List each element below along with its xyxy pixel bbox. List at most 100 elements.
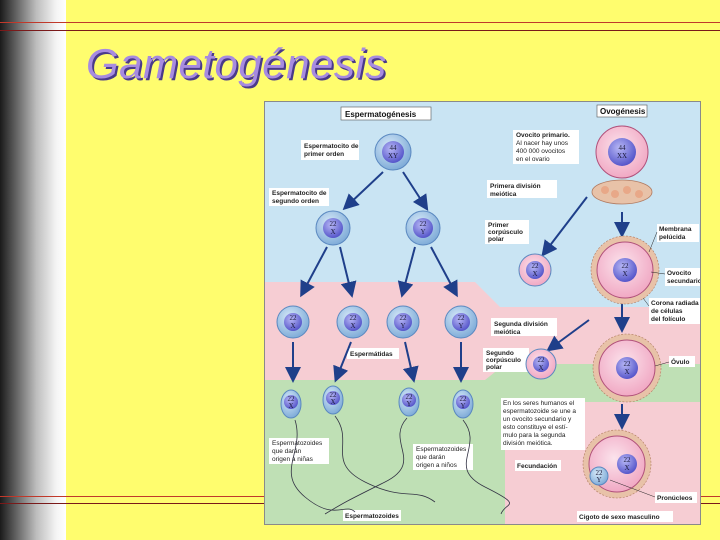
svg-text:X: X — [624, 464, 629, 472]
svg-text:Y: Y — [420, 228, 425, 236]
label-first-polar-body: Primer corpúsculo polar — [485, 220, 529, 244]
oogenesis-header: Ovogénesis — [600, 107, 646, 116]
svg-text:Primer: Primer — [488, 222, 509, 229]
label-first-meiotic-division: Primera división meiótica — [487, 180, 557, 198]
svg-text:En los seres humanos el: En los seres humanos el — [503, 400, 575, 407]
male-zygote: 22 X 22 Y — [582, 429, 652, 499]
svg-text:que darán: que darán — [416, 454, 446, 461]
svg-text:44: 44 — [619, 144, 627, 152]
label-sperm-girls: Espermatozoides que darán origen a niñas — [269, 438, 329, 464]
primary-oocyte: 44 XX — [595, 125, 649, 179]
svg-text:22: 22 — [420, 220, 428, 228]
svg-text:primer orden: primer orden — [304, 151, 344, 158]
svg-text:22: 22 — [624, 360, 632, 368]
svg-text:Y: Y — [406, 400, 411, 408]
svg-text:X: X — [290, 322, 295, 330]
svg-text:400 000 ovocitos: 400 000 ovocitos — [516, 148, 566, 155]
svg-text:X: X — [622, 270, 627, 278]
spermatid-1: 22 X — [276, 305, 310, 339]
svg-text:22: 22 — [458, 314, 466, 322]
svg-text:XX: XX — [617, 152, 627, 160]
svg-text:Al nacer hay unos: Al nacer hay unos — [516, 140, 569, 147]
spermatogenesis-arrows — [285, 171, 469, 383]
svg-text:22: 22 — [532, 262, 540, 270]
svg-text:22: 22 — [596, 469, 604, 477]
svg-text:polar: polar — [488, 236, 504, 243]
bottom-band — [265, 364, 700, 524]
svg-text:Espermatozoides: Espermatozoides — [345, 513, 399, 520]
spermatozoon-2: 22 X — [322, 385, 436, 503]
svg-text:Y: Y — [460, 402, 465, 410]
ovum: 22 X — [592, 333, 662, 403]
svg-text:22: 22 — [330, 220, 338, 228]
svg-text:44: 44 — [390, 144, 398, 152]
label-male-zygote: Cigoto de sexo masculino — [577, 511, 673, 522]
svg-text:Y: Y — [458, 322, 463, 330]
svg-text:22: 22 — [622, 262, 630, 270]
svg-text:Pronúcleos: Pronúcleos — [657, 495, 693, 502]
svg-text:esto constituye el estí-: esto constituye el estí- — [503, 424, 568, 431]
svg-text:Corona radiada: Corona radiada — [651, 300, 699, 307]
svg-text:X: X — [288, 402, 293, 410]
svg-text:en el ovario: en el ovario — [516, 156, 550, 163]
label-ovum: Óvulo — [669, 356, 695, 367]
svg-text:Espermatocito de: Espermatocito de — [304, 143, 359, 150]
svg-text:22: 22 — [330, 391, 338, 399]
spermatozoon-1: 22 X — [280, 389, 356, 513]
svg-text:22: 22 — [406, 393, 414, 401]
svg-text:meiótica: meiótica — [494, 329, 521, 336]
svg-text:Segundo: Segundo — [486, 350, 514, 357]
svg-text:22: 22 — [290, 314, 298, 322]
first-polar-body: 22 X — [518, 253, 552, 287]
svg-text:espermatozoide se une a: espermatozoide se une a — [503, 408, 576, 415]
svg-text:22: 22 — [538, 356, 546, 364]
svg-text:22: 22 — [460, 395, 468, 403]
primary-oocyte-follicle — [591, 179, 653, 205]
svg-text:Y: Y — [400, 322, 405, 330]
svg-text:de células: de células — [651, 308, 683, 315]
svg-text:origen a niños: origen a niños — [416, 462, 458, 469]
spermatozoon-4: 22 Y — [452, 389, 510, 515]
svg-text:segundo orden: segundo orden — [272, 198, 319, 205]
gametogenesis-diagram: Espermatogénesis Ovogénesis Espermatocit… — [265, 102, 701, 524]
svg-text:X: X — [330, 398, 335, 406]
oogenesis-arrows — [541, 196, 630, 430]
spermatozoon-3: 22 Y — [324, 387, 420, 515]
svg-text:del folículo: del folículo — [651, 316, 685, 323]
label-spermatozoa: Espermatozoides — [343, 510, 401, 521]
svg-text:22: 22 — [350, 314, 358, 322]
svg-text:que darán: que darán — [272, 448, 302, 455]
svg-text:secundario: secundario — [667, 278, 701, 285]
label-secondary-spermatocyte: Espermatocito de segundo orden — [269, 188, 329, 206]
svg-text:Ovocito: Ovocito — [667, 270, 691, 277]
svg-text:un ovocito secundario y: un ovocito secundario y — [503, 416, 572, 423]
label-corona-radiata: Corona radiada de células del folículo — [649, 298, 700, 324]
svg-text:mulo para la segunda: mulo para la segunda — [503, 432, 566, 439]
svg-text:Fecundación: Fecundación — [517, 463, 557, 470]
label-second-meiotic-division: Segunda división meiótica — [491, 318, 557, 336]
svg-text:polar: polar — [486, 364, 502, 371]
label-zona-pellucida: Membrana pelúcida — [657, 224, 699, 242]
secondary-spermatocyte-x: 22 X — [315, 210, 351, 246]
svg-text:Primera división: Primera división — [490, 183, 541, 190]
label-sperm-boys: Espermatozoides que darán origen a niños — [413, 444, 473, 470]
svg-text:X: X — [532, 270, 537, 278]
svg-text:Óvulo: Óvulo — [671, 357, 689, 366]
svg-text:22: 22 — [400, 314, 408, 322]
gametogenesis-figure: Espermatogénesis Ovogénesis Espermatocit… — [264, 101, 701, 525]
svg-text:Cigoto de sexo masculino: Cigoto de sexo masculino — [579, 514, 660, 521]
svg-text:meiótica: meiótica — [490, 191, 517, 198]
svg-text:Segunda división: Segunda división — [494, 321, 548, 328]
svg-text:X: X — [330, 228, 335, 236]
label-secondary-oocyte: Ovocito secundario — [665, 268, 701, 286]
svg-text:X: X — [350, 322, 355, 330]
svg-text:Espermatocito de: Espermatocito de — [272, 190, 327, 197]
secondary-oocyte: 22 X — [590, 235, 660, 305]
svg-text:22: 22 — [288, 395, 296, 403]
secondary-spermatocyte-y: 22 Y — [405, 210, 441, 246]
label-human-note: En los seres humanos el espermatozoide s… — [501, 398, 585, 450]
label-spermatids: Espermátidas — [347, 348, 399, 359]
svg-text:X: X — [538, 364, 543, 372]
label-primary-spermatocyte: Espermatocito de primer orden — [301, 140, 359, 160]
svg-text:Y: Y — [596, 476, 601, 484]
